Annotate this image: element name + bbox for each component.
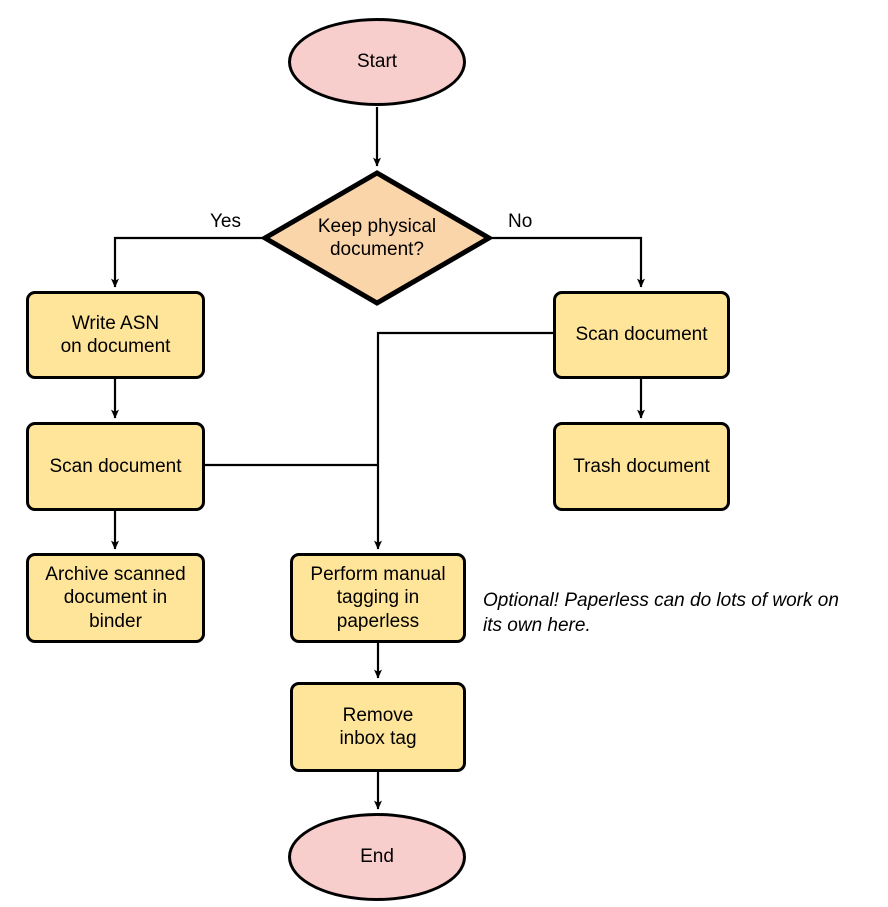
- node-trash-document[interactable]: Trash document: [553, 422, 730, 511]
- node-decision-keep-physical-document[interactable]: Keep physical document?: [262, 170, 492, 306]
- node-write-asn-label-line1: Write ASN: [71, 312, 160, 334]
- node-trash-document-label: Trash document: [573, 455, 710, 477]
- node-tagging-label-line3: paperless: [336, 610, 420, 632]
- node-perform-manual-tagging[interactable]: Perform manual tagging in paperless: [290, 553, 466, 643]
- node-archive-label-line3: binder: [89, 610, 142, 632]
- node-archive-scanned-document[interactable]: Archive scanned document in binder: [26, 553, 205, 643]
- node-start-label: Start: [356, 51, 398, 73]
- annotation-optional-note-line1: Optional! Paperless can do lots of work …: [483, 590, 839, 611]
- node-scan-document-left-label: Scan document: [49, 455, 182, 477]
- annotation-optional-note-line2: its own here.: [483, 614, 591, 636]
- edge-label-yes: Yes: [210, 211, 241, 232]
- node-scan-document-right-label: Scan document: [575, 324, 708, 346]
- annotation-optional-note: Optional! Paperless can do lots of work …: [483, 589, 883, 638]
- node-remove-inbox-label-line1: Remove: [342, 704, 414, 726]
- edge-decision-yes-to-write-asn: [111, 236, 262, 288]
- node-write-asn-label: Write ASN on document: [61, 312, 171, 358]
- edge-label-no: No: [508, 211, 533, 232]
- node-tagging-label-line2: tagging in: [336, 587, 420, 609]
- node-scan-document-left[interactable]: Scan document: [26, 422, 205, 511]
- node-write-asn-on-document[interactable]: Write ASN on document: [26, 291, 205, 379]
- node-archive-label-line2: document in: [63, 587, 168, 609]
- node-archive-label-line1: Archive scanned: [45, 564, 186, 586]
- node-scan-document-right[interactable]: Scan document: [553, 291, 730, 379]
- node-tagging-label: Perform manual tagging in paperless: [310, 563, 445, 633]
- node-archive-label: Archive scanned document in binder: [45, 563, 185, 633]
- node-remove-inbox-label-line2: inbox tag: [339, 728, 417, 749]
- diamond-shape-icon: [262, 170, 492, 306]
- node-write-asn-label-line2: on document: [60, 336, 171, 357]
- edge-decision-no-to-scan-right: [492, 236, 645, 288]
- node-end[interactable]: End: [288, 813, 466, 901]
- node-remove-inbox-label: Remove inbox tag: [339, 704, 416, 750]
- edge-scan-right-to-tagging: [374, 331, 553, 550]
- node-remove-inbox-tag[interactable]: Remove inbox tag: [290, 682, 466, 772]
- node-start[interactable]: Start: [288, 18, 466, 106]
- node-end-label: End: [360, 846, 394, 868]
- node-tagging-label-line1: Perform manual: [310, 564, 446, 586]
